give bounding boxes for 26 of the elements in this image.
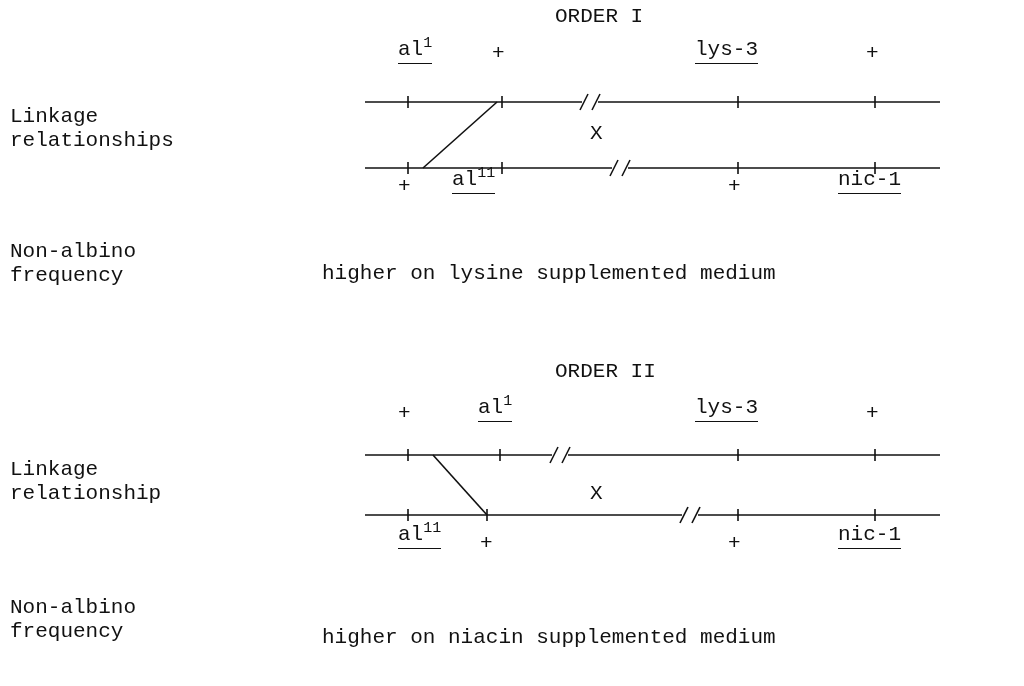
gene-label: al$^{1}$ xyxy=(478,396,513,422)
gene-label: al$^{1}$ xyxy=(398,38,433,64)
gene-label: al$^{11}$ xyxy=(452,168,496,194)
description: higher on lysine supplemented medium xyxy=(322,262,776,286)
gene-label: lys-3 xyxy=(695,38,758,64)
gene-label: lys-3 xyxy=(695,396,758,422)
description: higher on niacin supplemented medium xyxy=(322,626,776,650)
gene-label: nic-1 xyxy=(838,168,901,194)
plus-sign: + xyxy=(398,175,411,199)
row-label: Non-albino frequency xyxy=(10,240,138,288)
heading: ORDER II xyxy=(555,360,656,384)
plus-sign: + xyxy=(866,42,879,66)
crossover-mark: X xyxy=(590,122,603,146)
row-label: Linkage relationship xyxy=(10,458,163,506)
plus-sign: + xyxy=(728,532,741,556)
gene-label: al$^{11}$ xyxy=(398,523,442,549)
plus-sign: + xyxy=(866,402,879,426)
crossover-mark: X xyxy=(590,482,603,506)
gene-label: nic-1 xyxy=(838,523,901,549)
plus-sign: + xyxy=(492,42,505,66)
plus-sign: + xyxy=(480,532,493,556)
heading: ORDER I xyxy=(555,5,644,29)
plus-sign: + xyxy=(728,175,741,199)
plus-sign: + xyxy=(398,402,411,426)
row-label: Non-albino frequency xyxy=(10,596,138,644)
row-label: Linkage relationships xyxy=(10,105,175,153)
